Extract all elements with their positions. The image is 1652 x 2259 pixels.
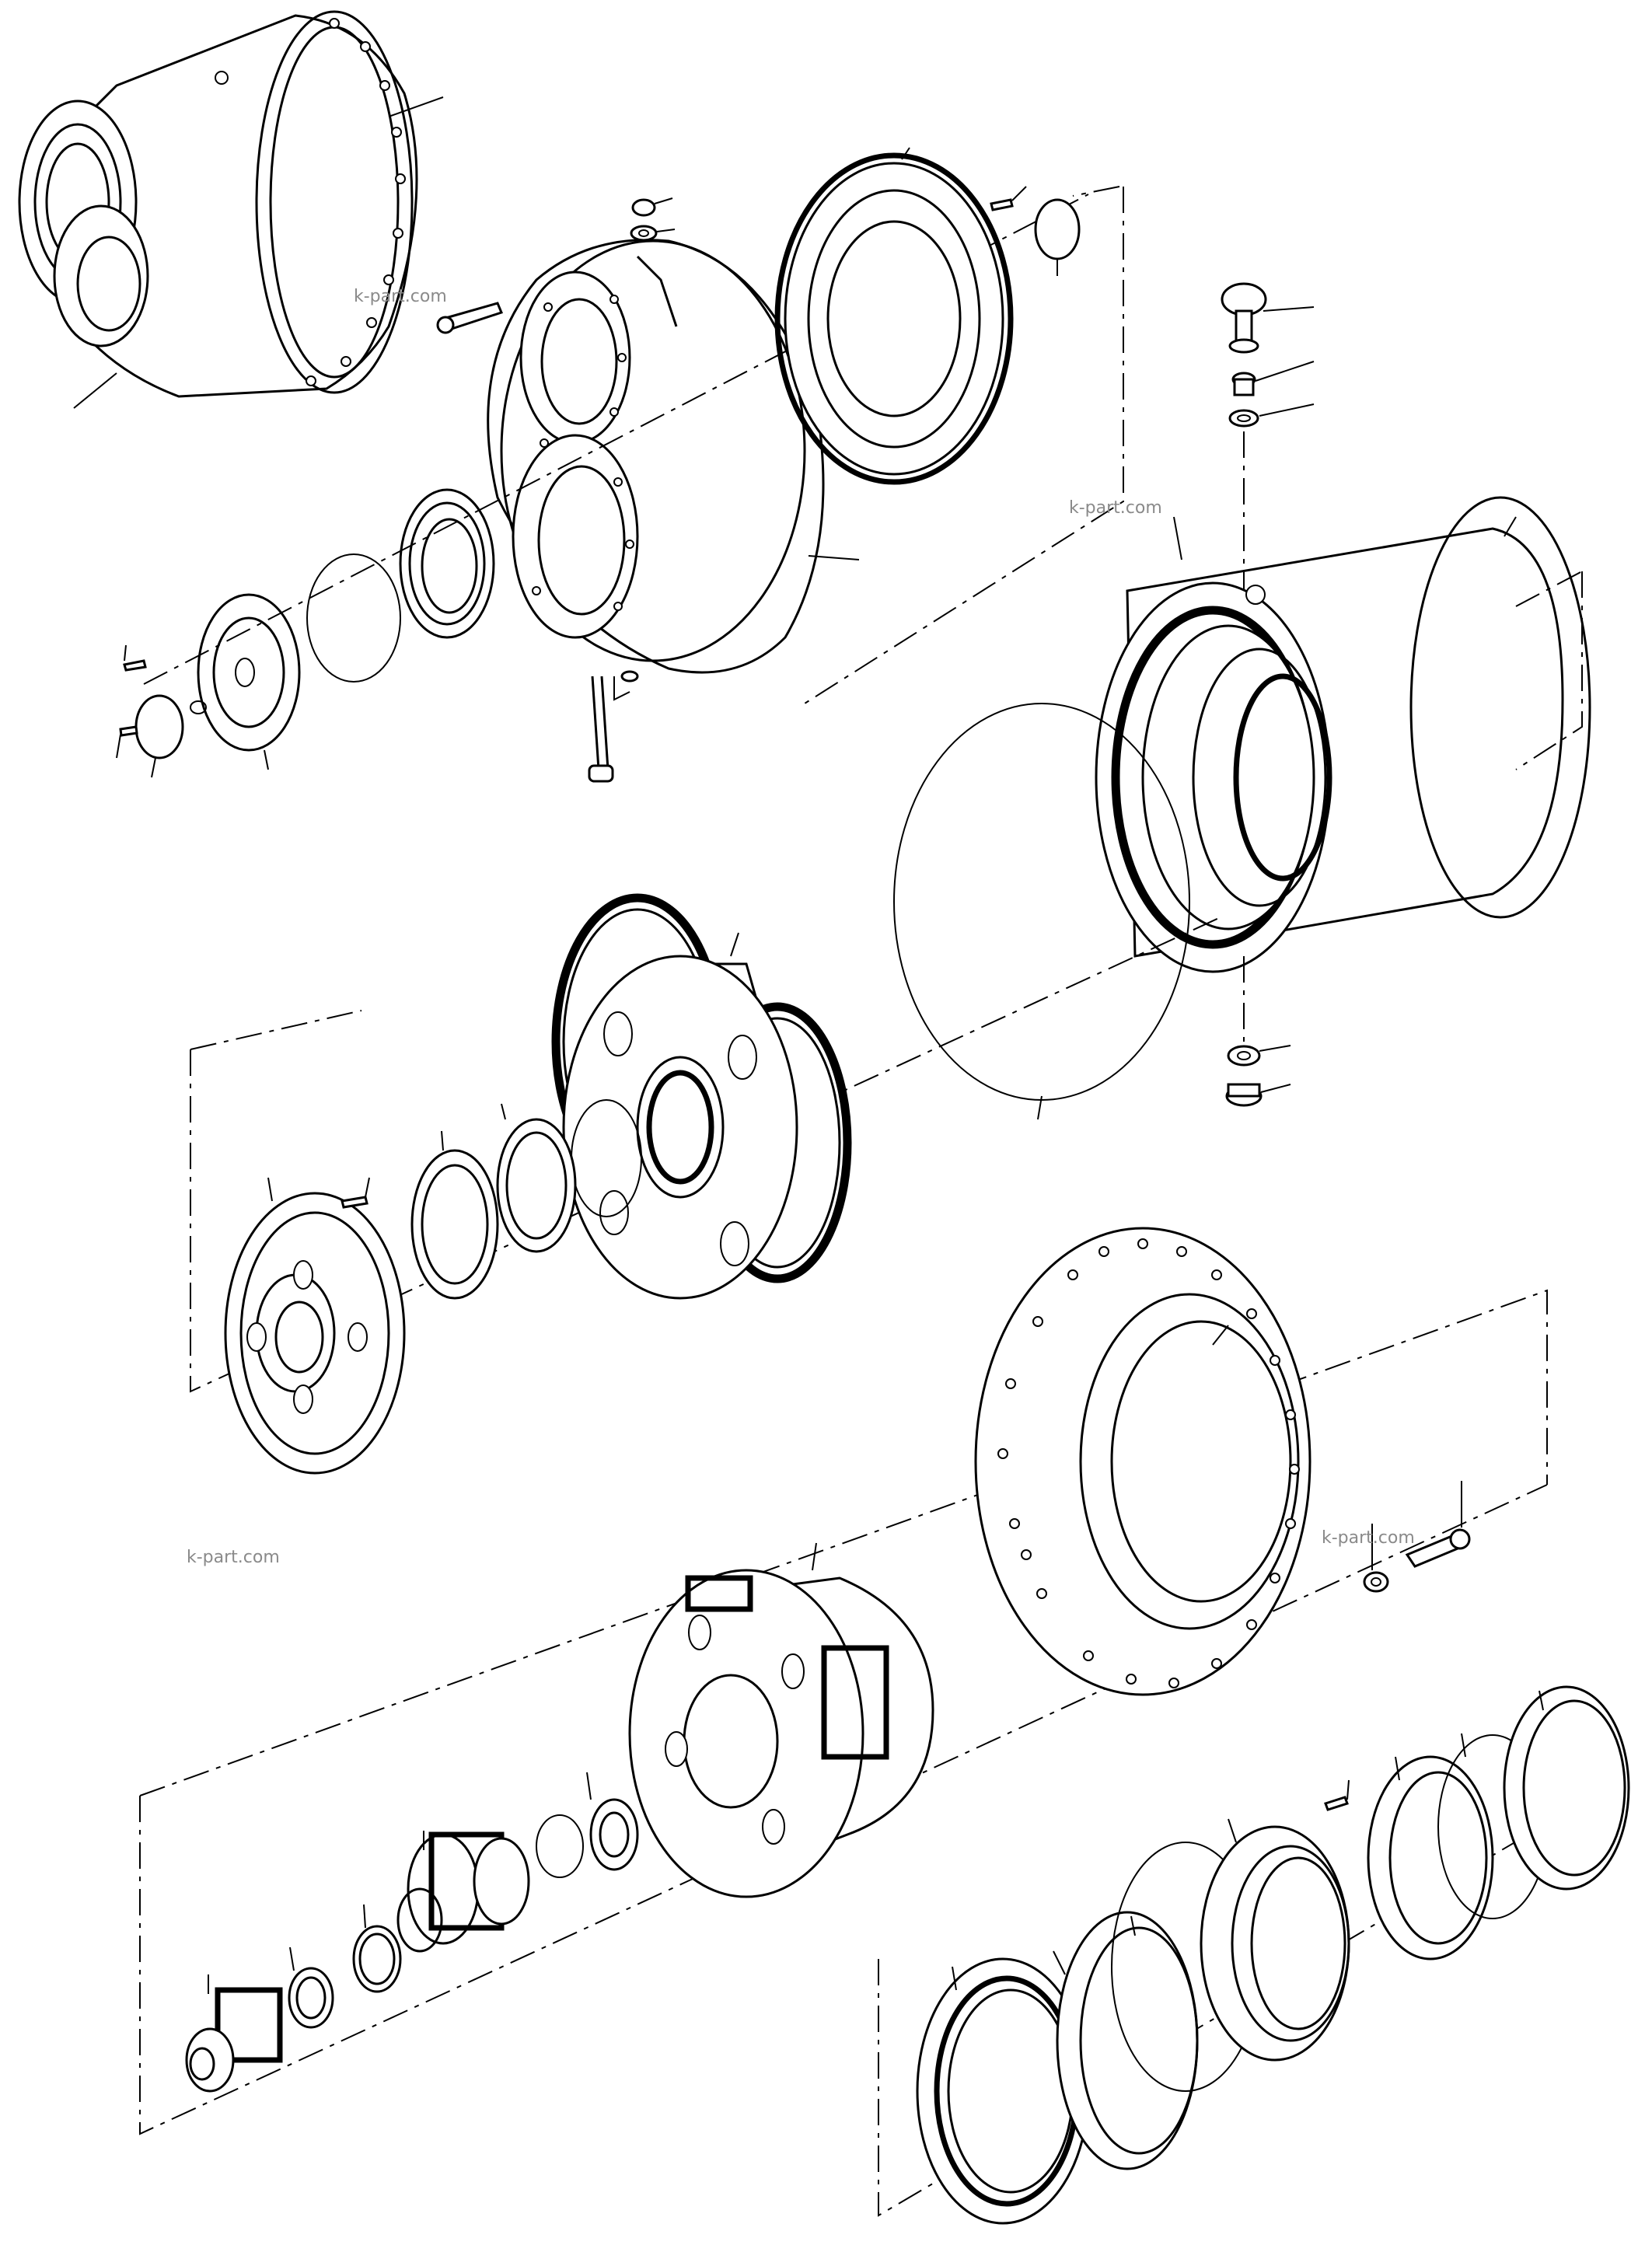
drum-housing — [1095, 516, 1564, 973]
watermark-4: k-part.com — [1322, 1528, 1415, 1548]
final-drive-housing — [18, 10, 444, 409]
spindle-housing — [436, 197, 860, 783]
perforated-disc — [974, 1227, 1311, 1696]
seal-ring-1 — [1367, 1755, 1494, 1960]
housing-bolt-holes — [306, 18, 406, 386]
disc-holes — [997, 1238, 1300, 1688]
hub-flange — [224, 1177, 406, 1475]
spline-shaft — [396, 1831, 530, 1953]
o-ring-large-left — [893, 703, 1190, 1120]
long-bolt — [588, 670, 639, 783]
spindle-housing-bolt-holes — [532, 295, 634, 611]
planet-carrier — [551, 893, 852, 1300]
bolt-washer-right — [1363, 1481, 1471, 1593]
snap-ring — [352, 1904, 402, 1993]
lifting-eye — [1221, 282, 1315, 591]
ring-gear-top — [774, 147, 1014, 485]
seal-disc — [306, 553, 401, 683]
watermark-1: k-part.com — [354, 287, 447, 306]
bolt — [436, 302, 504, 334]
seal-retainer — [1200, 1779, 1350, 2062]
plug-seal — [1225, 956, 1291, 1107]
watermark-3: k-part.com — [187, 1548, 280, 1567]
small-lock-plate — [990, 186, 1081, 276]
small-cap — [134, 694, 207, 778]
bearing-cup-large — [1053, 1911, 1199, 2170]
cover-plate — [197, 593, 301, 770]
taper-bearing-1 — [399, 488, 495, 639]
seal-ring-3 — [1503, 1685, 1630, 1891]
taper-bearing-4 — [916, 1957, 1090, 2225]
sun-carrier — [628, 1542, 934, 1898]
taper-bearing-3 — [410, 1130, 499, 1300]
taper-bearing-2 — [496, 1103, 577, 1253]
washer-nut — [630, 197, 676, 242]
small-seal-bottom — [536, 1772, 639, 1878]
watermark-2: k-part.com — [1069, 498, 1162, 518]
small-screws — [116, 644, 147, 759]
pinion-shaft — [185, 1974, 283, 2093]
small-bearing — [288, 1947, 334, 2029]
o-ring-large-right — [1409, 496, 1591, 919]
